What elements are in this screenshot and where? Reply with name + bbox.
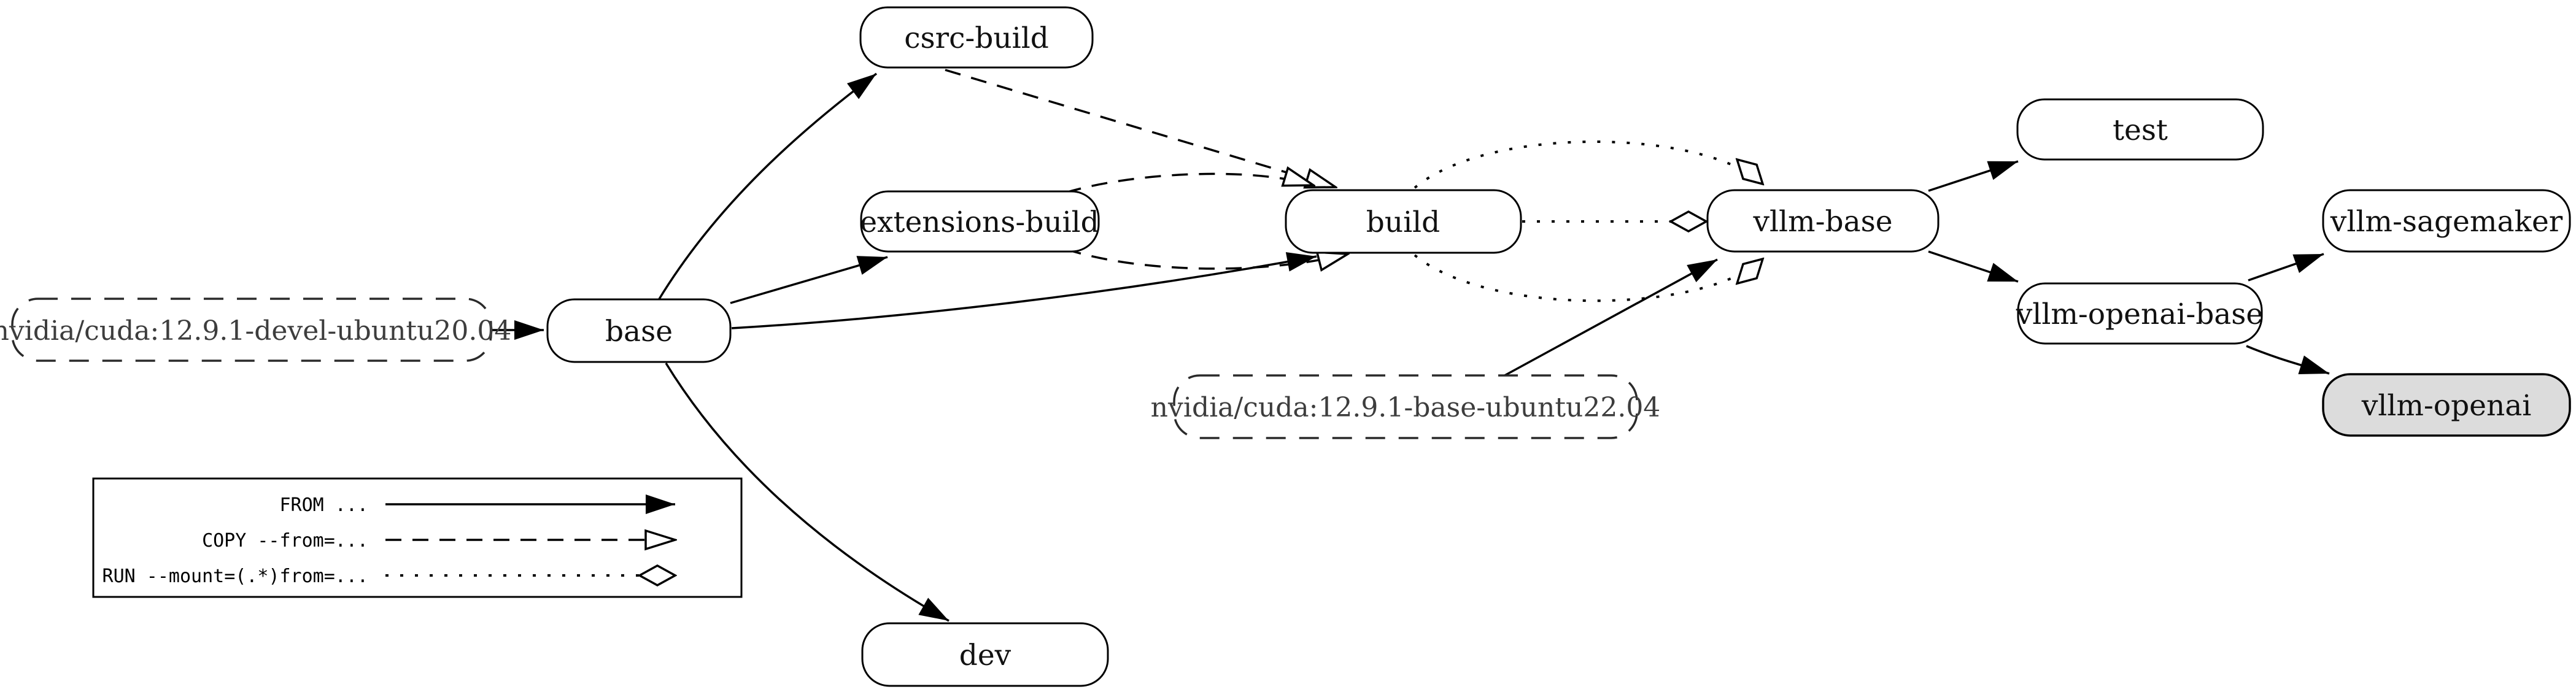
edge-base-to-csrc-build [657,72,878,301]
node-extensions-build-box [860,190,1100,253]
node-vllm-openai: vllm-openai [2322,373,2571,437]
edge-vllm-base-to-vllm-openai-base [1928,250,2019,283]
node-cuda-devel-box [11,298,492,362]
node-dev-label: dev [959,639,1011,672]
edge-base-to-build [731,252,1317,329]
node-vllm-sagemaker: vllm-sagemaker [2322,189,2571,253]
edge-vllm-openai-base-to-vllm-openai [2246,345,2330,375]
node-cuda-base-box [1173,374,1638,439]
legend-row-from: FROM ... [280,494,675,516]
edge-base-to-dev [665,363,950,622]
edge-extensions-build-to-build-lower [1065,248,1348,269]
node-vllm-openai-base: vllm-openai-base [2016,282,2264,345]
legend-copy-label: COPY --from=... [202,530,368,552]
node-cuda-devel: nvidia/cuda:12.9.1-devel-ubuntu20.04 [0,298,511,362]
node-vllm-openai-base-label: vllm-openai-base [2016,298,2264,331]
node-extensions-build-label: extensions-build [860,206,1099,239]
node-vllm-sagemaker-box [2322,189,2571,253]
edge-cuda-base-to-vllm-base [1501,258,1718,379]
node-test-label: test [2113,113,2168,147]
node-extensions-build: extensions-build [860,190,1100,253]
node-test-box [2016,98,2264,161]
edge-vllm-base-to-test [1928,160,2019,192]
edges-layer [492,69,2330,622]
node-base-box [546,298,732,363]
node-vllm-base: vllm-base [1706,189,1940,253]
legend: FROM ... COPY --from=... RUN --mount=(.*… [92,477,743,598]
legend-row-run: RUN --mount=(.*)from=... [102,566,675,587]
legend-run-label: RUN --mount=(.*)from=... [102,566,368,587]
legend-box [92,477,743,598]
node-dev: dev [861,622,1109,687]
legend-from-label: FROM ... [280,494,369,516]
edge-csrc-build-to-build [945,69,1336,187]
edge-vllm-openai-base-to-vllm-sagemaker [2248,253,2324,282]
node-build-label: build [1366,206,1441,239]
edge-extensions-build-to-build-upper [1065,174,1313,194]
node-cuda-devel-label: nvidia/cuda:12.9.1-devel-ubuntu20.04 [0,315,511,347]
node-vllm-sagemaker-label: vllm-sagemaker [2330,205,2563,239]
node-cuda-base-label: nvidia/cuda:12.9.1-base-ubuntu22.04 [1151,392,1661,423]
edge-build-to-vllm-base-lower-arc [1414,254,1763,302]
node-vllm-openai-label: vllm-openai [2361,389,2532,423]
node-vllm-base-box [1706,189,1940,253]
node-dev-box [861,622,1109,687]
edge-base-to-extensions-build [730,256,888,304]
node-cuda-base: nvidia/cuda:12.9.1-base-ubuntu22.04 [1151,374,1661,439]
node-vllm-openai-box [2322,373,2571,437]
node-csrc-build-label: csrc-build [904,21,1049,55]
node-build-box [1285,189,1522,254]
node-vllm-base-label: vllm-base [1752,205,1892,239]
edge-build-to-vllm-base-upper-arc [1414,140,1763,189]
node-test: test [2016,98,2264,161]
nodes-layer: nvidia/cuda:12.9.1-devel-ubuntu20.04 bas… [0,6,2571,687]
node-base-label: base [605,315,673,348]
node-csrc-build: csrc-build [859,6,1094,69]
node-vllm-openai-base-box [2017,282,2263,345]
node-csrc-build-box [859,6,1094,69]
node-build: build [1285,189,1522,254]
legend-row-copy: COPY --from=... [202,530,675,552]
node-base: base [546,298,732,363]
